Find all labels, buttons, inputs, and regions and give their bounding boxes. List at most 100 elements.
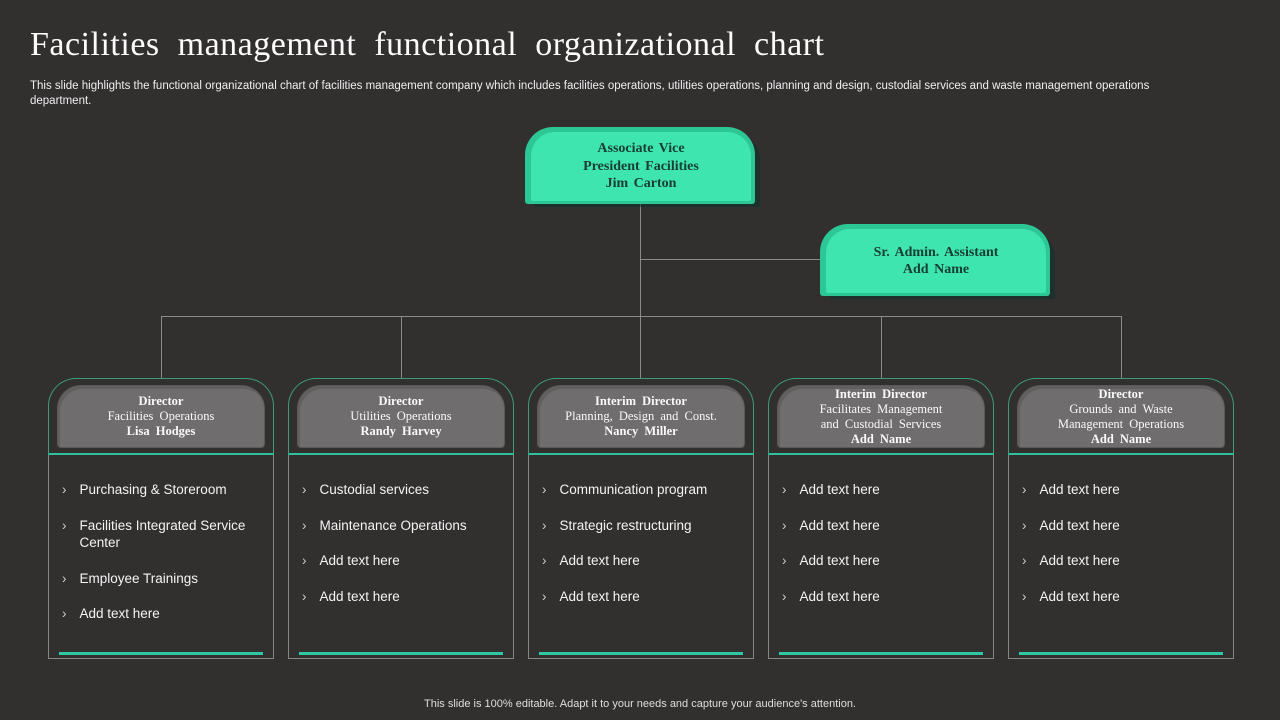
list-item[interactable]: ›Add text here xyxy=(1022,481,1225,499)
list-item-text: Add text here xyxy=(319,588,400,604)
header-line: Interim Director xyxy=(595,394,687,408)
list-item-text: Purchasing & Storeroom xyxy=(79,482,227,497)
list-item[interactable]: › Employee Trainings xyxy=(62,570,265,588)
chevron-bullet-icon: › xyxy=(782,482,787,497)
list-item[interactable]: ›Custodial services xyxy=(302,481,505,499)
list-item-text: Add text here xyxy=(319,553,400,568)
header-line: Nancy Miller xyxy=(604,424,678,438)
header-line: Director xyxy=(138,394,184,408)
list-item[interactable]: ›Add text here xyxy=(782,588,985,606)
list-item-text: Add text here xyxy=(799,553,880,568)
accent-underline xyxy=(1019,652,1223,655)
list-item-text: Add text here xyxy=(1039,588,1120,604)
department-items: › Add text here › Add text here › Add text he… xyxy=(769,455,993,605)
chevron-bullet-icon: › xyxy=(782,517,787,533)
list-item[interactable]: ›Add text here xyxy=(62,605,265,623)
accent-underline xyxy=(539,652,743,655)
list-item[interactable]: › Add text here xyxy=(1022,588,1225,606)
accent-underline xyxy=(299,652,503,655)
list-item-text: Add text here xyxy=(559,588,640,604)
chevron-bullet-icon: › xyxy=(302,517,307,533)
chevron-bullet-icon: › xyxy=(1022,553,1027,568)
page-title: Facilities management functional organiz… xyxy=(30,26,825,63)
header-line: Add Name xyxy=(850,431,912,446)
connector-stub-1 xyxy=(161,316,162,378)
accent-underline xyxy=(779,652,983,655)
list-item[interactable]: › Add text here xyxy=(542,588,745,606)
chevron-bullet-icon: › xyxy=(542,517,547,533)
list-item-text: Maintenance Operations xyxy=(319,517,467,533)
header-line: Lisa Hodges xyxy=(126,424,196,438)
connector-assistant-horizontal xyxy=(640,259,820,260)
chevron-bullet-icon: › xyxy=(542,482,547,497)
header-line: Planning, Design and Const. xyxy=(565,409,717,423)
header-line: Randy Harvey xyxy=(360,424,442,438)
list-item[interactable]: › Add text here xyxy=(302,588,505,606)
header-line: and Custodial Services xyxy=(820,416,942,431)
list-item[interactable]: ›Add text here xyxy=(1022,517,1225,535)
connector-stub-5 xyxy=(1121,316,1122,378)
list-item[interactable]: › Facilities Integrated Service Center xyxy=(62,517,265,552)
list-item[interactable]: ›Add text here xyxy=(1022,552,1225,570)
list-item[interactable]: ›Add text here xyxy=(782,481,985,499)
list-item-text: Employee Trainings xyxy=(79,570,199,586)
department-item-list: ›Custodial services › Maintenance Operatio… xyxy=(288,455,514,659)
list-item-text: Add text here xyxy=(1039,517,1120,533)
org-box-line: Jim Carton xyxy=(605,176,677,192)
department-item-list: › Purchasing & Storeroom › Facilities Integ… xyxy=(48,455,274,659)
org-box-sr-admin-assistant[interactable]: Sr. Admin. Assistant Add Name xyxy=(820,224,1050,296)
connector-root-vertical xyxy=(640,204,641,378)
list-item-text: Add text here xyxy=(799,517,880,533)
header-line: Add Name xyxy=(1090,431,1152,446)
org-box-avp-facilities-text: Associate Vice President Facilities Jim … xyxy=(531,132,751,201)
department-items: › Purchasing & Storeroom › Facilities Integ… xyxy=(49,455,273,623)
header-line: Facilitates Management xyxy=(819,401,943,416)
chevron-bullet-icon: › xyxy=(782,553,787,568)
header-line: Director xyxy=(1098,386,1144,401)
list-item[interactable]: › Communication program xyxy=(542,481,745,499)
list-item-text: Communication program xyxy=(559,482,708,497)
connector-stub-4 xyxy=(881,316,882,378)
header-line: Management Operations xyxy=(1057,416,1185,431)
list-item[interactable]: › Add text here xyxy=(782,517,985,535)
list-item-text: Add text here xyxy=(799,588,880,604)
chevron-bullet-icon: › xyxy=(62,570,67,586)
connector-rail-horizontal xyxy=(161,316,1121,317)
list-item[interactable]: › Add text here xyxy=(542,552,745,570)
chevron-bullet-icon: › xyxy=(62,606,67,621)
chevron-bullet-icon: › xyxy=(542,553,547,568)
chevron-bullet-icon: › xyxy=(62,482,67,497)
list-item[interactable]: ›Add text here xyxy=(302,552,505,570)
org-box-avp-facilities[interactable]: Associate Vice President Facilities Jim … xyxy=(525,127,755,204)
chevron-bullet-icon: › xyxy=(302,588,307,604)
header-line: Utilities Operations xyxy=(350,409,452,423)
org-box-line: Associate Vice xyxy=(597,141,685,157)
department-items: ›Custodial services › Maintenance Operatio… xyxy=(289,455,513,605)
org-box-line: Sr. Admin. Assistant xyxy=(873,244,999,260)
chevron-bullet-icon: › xyxy=(542,588,547,604)
list-item[interactable]: ›Strategic restructuring xyxy=(542,517,745,535)
chevron-bullet-icon: › xyxy=(1022,482,1027,497)
list-item-text: Facilities Integrated Service Center xyxy=(79,517,246,551)
chevron-bullet-icon: › xyxy=(62,517,67,533)
chevron-bullet-icon: › xyxy=(1022,588,1027,604)
list-item-text: Add text here xyxy=(559,553,640,568)
department-item-list: › Communication program ›Strategic restruc… xyxy=(528,455,754,659)
list-item[interactable]: › Purchasing & Storeroom xyxy=(62,481,265,499)
list-item[interactable]: › Add text here xyxy=(782,552,985,570)
list-item[interactable]: › Maintenance Operations xyxy=(302,517,505,535)
header-line: Facilities Operations xyxy=(107,409,215,423)
